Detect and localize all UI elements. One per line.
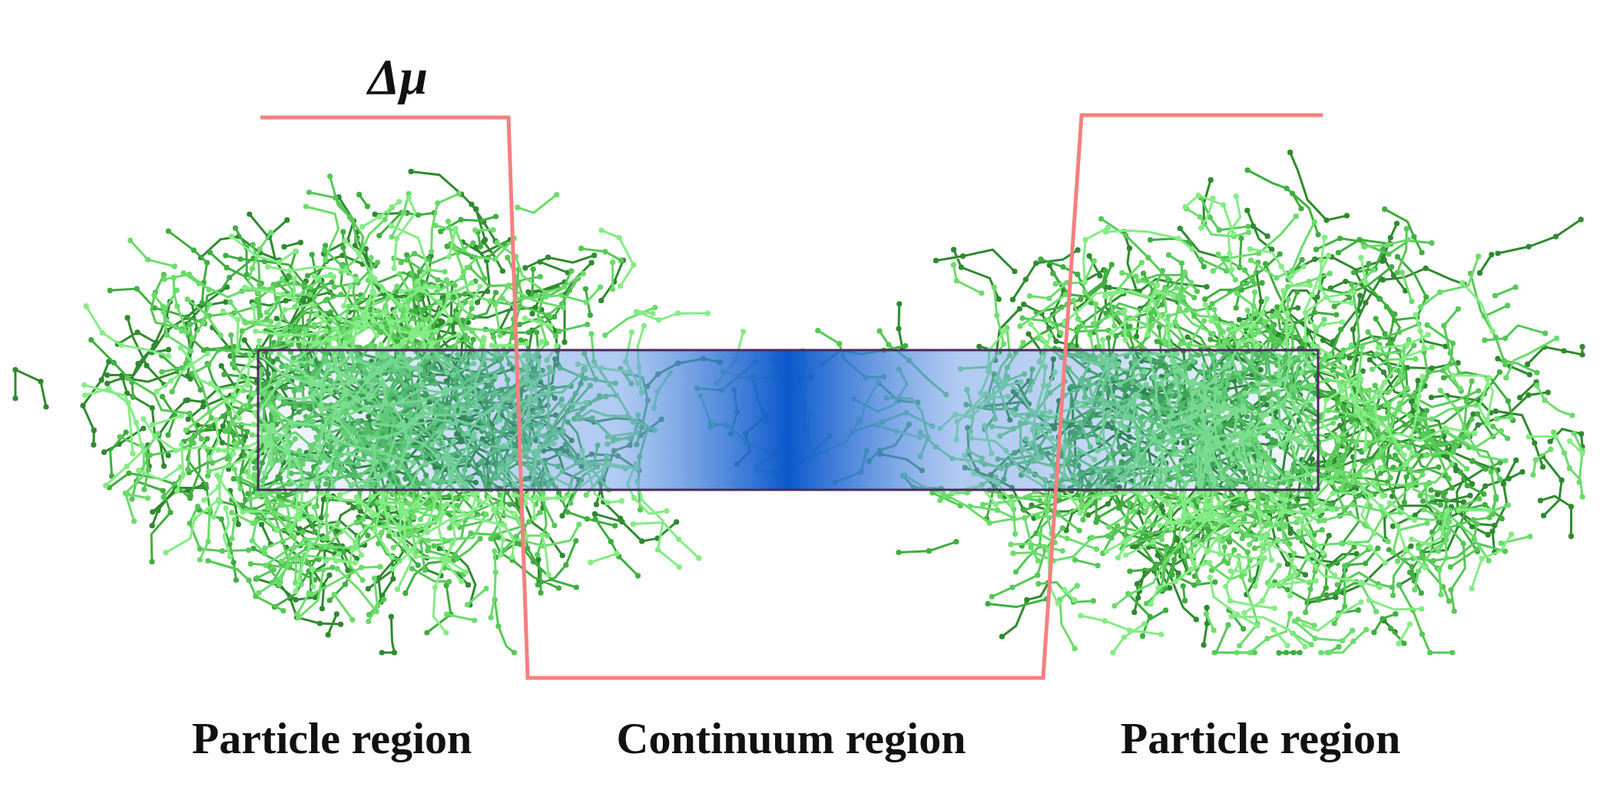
potential-profile [260, 115, 1323, 679]
polymer-beads [12, 149, 1585, 656]
region-label: Particle region [1120, 714, 1402, 764]
polymer-bonds [119, 176, 1546, 653]
region-label: Continuum region [616, 714, 967, 764]
delta-mu-label: Δμ [367, 49, 428, 106]
band-outline [258, 350, 1319, 491]
polymer-beads [81, 192, 1585, 656]
continuum-band [258, 350, 1319, 491]
polymer-beads [122, 191, 1586, 656]
region-label: Particle region [192, 714, 473, 764]
polymer-bonds [84, 195, 1583, 653]
polymer-chains [12, 149, 1585, 656]
